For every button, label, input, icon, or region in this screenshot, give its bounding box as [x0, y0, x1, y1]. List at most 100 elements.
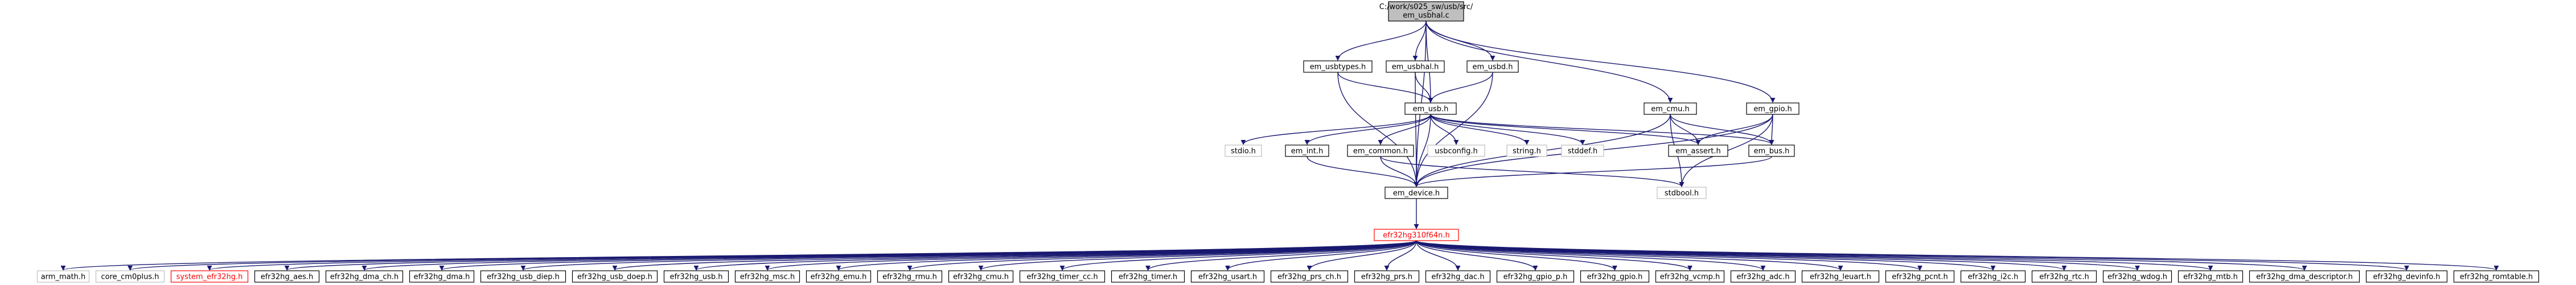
node-romtable[interactable]: efr32hg_romtable.h	[2453, 270, 2540, 283]
node-int[interactable]: em_int.h	[1285, 144, 1329, 157]
node-box-dma_desc	[2249, 270, 2360, 283]
node-aes[interactable]: efr32hg_aes.h	[254, 270, 320, 283]
node-box-cmu	[948, 270, 1014, 283]
node-prs[interactable]: efr32hg_prs.h	[1354, 270, 1420, 283]
edge-efr32-to-dac	[1416, 240, 1461, 271]
node-label-bus: em_bus.h	[1754, 147, 1790, 156]
node-label-usbhal: em_usbhal.h	[1392, 63, 1439, 72]
node-label-dma_ch: efr32hg_dma_ch.h	[330, 273, 399, 282]
node-assert[interactable]: em_assert.h	[1668, 144, 1728, 157]
node-label-usbd: em_usbd.h	[1472, 63, 1513, 72]
node-timer[interactable]: efr32hg_timer.h	[1111, 270, 1185, 283]
node-box-usb_doep	[572, 270, 658, 283]
node-stdbool[interactable]: stdbool.h	[1657, 187, 1707, 199]
node-root[interactable]: C:/work/s025_sw/usb/src/em_usbhal.c	[1379, 1, 1473, 22]
node-box-adc	[1730, 270, 1796, 283]
node-dma_desc[interactable]: efr32hg_dma_descriptor.h	[2249, 270, 2360, 283]
node-rmu[interactable]: efr32hg_rmu.h	[877, 270, 943, 283]
edge-usb-to-common	[1378, 114, 1431, 145]
edge-usbd-to-device	[1414, 72, 1493, 187]
edge-gpio_h-to-assert	[1695, 114, 1773, 145]
node-device[interactable]: em_device.h	[1384, 187, 1448, 199]
node-prs_ch[interactable]: efr32hg_prs_ch.h	[1270, 270, 1349, 283]
edge-cmu_h-to-bus	[1670, 114, 1774, 145]
node-usart[interactable]: efr32hg_usart.h	[1190, 270, 1265, 283]
edge-efr32-to-gpio_p	[1416, 240, 1538, 271]
node-gpio_p[interactable]: efr32hg_gpio_p.h	[1496, 270, 1575, 283]
node-box-efr32	[1374, 229, 1459, 241]
node-box-rtc	[2031, 270, 2097, 283]
edge-efr32-to-leuart	[1416, 240, 1843, 271]
node-mtb[interactable]: efr32hg_mtb.h	[2178, 270, 2244, 283]
node-common[interactable]: em_common.h	[1347, 144, 1414, 157]
node-box-common	[1347, 144, 1414, 157]
node-cmu[interactable]: efr32hg_cmu.h	[948, 270, 1014, 283]
node-label-aes: efr32hg_aes.h	[261, 273, 314, 282]
node-string[interactable]: string.h	[1506, 144, 1547, 157]
node-label-root-line2: em_usbhal.c	[1403, 11, 1449, 20]
edge-efr32-to-rmu	[907, 240, 1417, 271]
node-i2c[interactable]: efr32hg_i2c.h	[1960, 270, 2026, 283]
edge-efr32-to-prs_ch	[1307, 240, 1417, 271]
node-usb_diep[interactable]: efr32hg_usb_diep.h	[480, 270, 566, 283]
node-usbhal[interactable]: em_usbhal.h	[1386, 60, 1445, 73]
node-adc[interactable]: efr32hg_adc.h	[1730, 270, 1796, 283]
node-box-cmu_h	[1644, 102, 1697, 115]
node-leuart[interactable]: efr32hg_leuart.h	[1801, 270, 1880, 283]
node-core_cm0plus[interactable]: core_cm0plus.h	[95, 270, 165, 283]
node-box-bus	[1748, 144, 1795, 157]
node-usb_doep[interactable]: efr32hg_usb_doep.h	[572, 270, 658, 283]
node-efr32[interactable]: efr32hg310f64n.h	[1374, 229, 1459, 241]
node-label-core_cm0plus: core_cm0plus.h	[101, 273, 159, 282]
node-timer_cc[interactable]: efr32hg_timer_cc.h	[1019, 270, 1106, 283]
node-system[interactable]: system_efr32hg.h	[170, 270, 249, 283]
node-dma[interactable]: efr32hg_dma.h	[409, 270, 475, 283]
node-gpio_h[interactable]: em_gpio.h	[1746, 102, 1799, 115]
node-box-rmu	[877, 270, 943, 283]
node-box-usbhal	[1386, 60, 1445, 73]
node-usb[interactable]: em_usb.h	[1404, 102, 1457, 115]
node-label-usart: efr32hg_usart.h	[1198, 273, 1257, 282]
node-arm_math[interactable]: arm_math.h	[36, 270, 90, 283]
node-dma_ch[interactable]: efr32hg_dma_ch.h	[325, 270, 404, 283]
node-vcmp[interactable]: efr32hg_vcmp.h	[1655, 270, 1725, 283]
edge-usbtypes-to-usb	[1337, 72, 1433, 103]
node-cmu_h[interactable]: em_cmu.h	[1644, 102, 1697, 115]
node-wdog[interactable]: efr32hg_wdog.h	[2102, 270, 2172, 283]
node-box-usbp	[663, 270, 729, 283]
edge-usb-to-int	[1304, 114, 1431, 145]
node-devinfo[interactable]: efr32hg_devinfo.h	[2365, 270, 2448, 283]
node-emu[interactable]: efr32hg_emu.h	[806, 270, 872, 283]
node-label-gpio_h: em_gpio.h	[1753, 105, 1792, 114]
edge-efr32-to-wdog	[1416, 240, 2140, 271]
node-label-usb_diep: efr32hg_usb_diep.h	[487, 273, 560, 282]
edge-usbd-to-usb	[1428, 72, 1493, 103]
node-msc[interactable]: efr32hg_msc.h	[734, 270, 800, 283]
edge-usb-to-stddef	[1430, 114, 1585, 145]
edge-usbhal-to-usb	[1415, 72, 1433, 103]
node-dac[interactable]: efr32hg_dac.h	[1425, 270, 1491, 283]
node-rtc[interactable]: efr32hg_rtc.h	[2031, 270, 2097, 283]
node-stdio[interactable]: stdio.h	[1225, 144, 1262, 157]
node-box-leuart	[1801, 270, 1880, 283]
node-box-pcnt	[1885, 270, 1955, 283]
edge-root-to-usbtypes	[1335, 20, 1427, 61]
node-box-wdog	[2102, 270, 2172, 283]
node-bus[interactable]: em_bus.h	[1748, 144, 1795, 157]
node-usbconfig[interactable]: usbconfig.h	[1427, 144, 1485, 157]
node-stddef[interactable]: stddef.h	[1561, 144, 1604, 157]
edge-usbhal-to-device	[1414, 72, 1419, 187]
node-usbtypes[interactable]: em_usbtypes.h	[1303, 60, 1373, 73]
edge-root-to-gpio_h	[1425, 20, 1776, 103]
node-usbp[interactable]: efr32hg_usb.h	[663, 270, 729, 283]
node-box-emu	[806, 270, 872, 283]
node-gpio[interactable]: efr32hg_gpio.h	[1580, 270, 1650, 283]
node-label-romtable: efr32hg_romtable.h	[2460, 273, 2533, 282]
node-label-dma: efr32hg_dma.h	[414, 273, 470, 282]
node-usbd[interactable]: em_usbd.h	[1466, 60, 1519, 73]
node-label-emu: efr32hg_emu.h	[811, 273, 867, 282]
node-pcnt[interactable]: efr32hg_pcnt.h	[1885, 270, 1955, 283]
node-label-efr32: efr32hg310f64n.h	[1383, 232, 1450, 240]
node-box-stdbool	[1657, 187, 1707, 199]
edge-cmu_h-to-assert	[1670, 114, 1701, 145]
